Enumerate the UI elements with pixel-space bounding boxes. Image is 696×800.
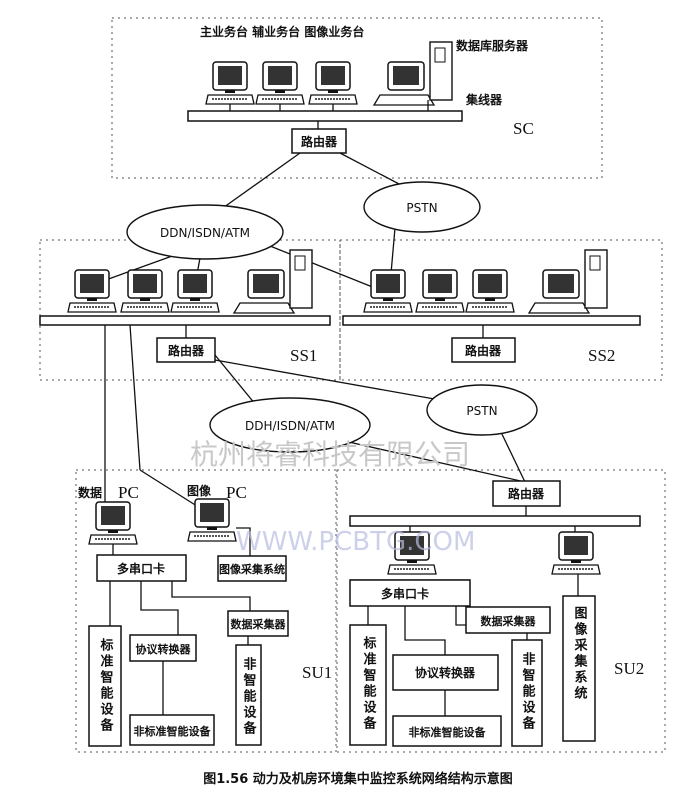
su2-serial-card-label: 多串口卡 (381, 586, 429, 601)
ss2-router-label: 路由器 (465, 343, 502, 358)
pstn-cloud-bottom (426, 384, 538, 436)
su2-router-label: 路由器 (508, 486, 545, 501)
ss1-router-label: 路由器 (168, 343, 205, 358)
sc-router-label: 路由器 (301, 134, 338, 149)
ss2-pc-icon (465, 269, 515, 313)
su2-image-capture (562, 595, 596, 742)
su1-protocol-converter (129, 634, 197, 662)
su2-label: SU2 (614, 659, 644, 678)
su1-data-label: 数据 (78, 485, 102, 500)
su1-image-capture (217, 555, 287, 582)
su1-non-intelligent-label: 非智能设备 (241, 656, 258, 737)
su1-region (75, 469, 337, 753)
su1-image-label: 图像 (187, 483, 212, 498)
su2-data-collector (465, 606, 551, 634)
sc-workstations-label: 主业务台 辅业务台 图像业务台 (200, 24, 364, 39)
su2-image-capture-label: 图像采集系统 (572, 606, 589, 702)
ss1-pc-icon (120, 269, 170, 313)
ss1-pc-icon (67, 269, 117, 313)
su1-non-intelligent (235, 644, 262, 746)
su2-non-intelligent (511, 639, 543, 747)
workstation-icon (308, 61, 358, 105)
su1-non-standard-device-label: 非标准智能设备 (134, 724, 212, 738)
hub-label: 集线器 (465, 92, 503, 107)
sc-label: SC (513, 119, 534, 138)
su1-standard-device (88, 625, 122, 747)
su2-non-intelligent-label: 非智能设备 (520, 651, 537, 732)
su2-standard-device-label: 标准智能设备 (361, 635, 378, 732)
ss2-label: SS2 (588, 346, 615, 365)
su1-image-pc-label: PC (226, 483, 247, 502)
ss2-router (451, 337, 516, 363)
su1-standard-device-label: 标准智能设备 (98, 637, 115, 734)
pstn-cloud-top-label: PSTN (406, 201, 437, 215)
ss1-server-icon (233, 249, 313, 314)
sc-router (291, 128, 347, 154)
watermark-site: WWW.PCBTG.COM (236, 527, 475, 557)
ss2-server-icon (528, 249, 608, 314)
ss2-hub-bar (342, 315, 641, 326)
ddn-cloud-bottom (209, 397, 371, 453)
pstn-cloud-bottom-label: PSTN (466, 404, 497, 418)
workstation-icon (205, 61, 255, 105)
su1-label: SU1 (302, 663, 332, 682)
su2-protocol-converter (392, 654, 499, 691)
ss2-pc-icon (415, 269, 465, 313)
su1-data-pc-label: PC (118, 483, 139, 502)
su1-non-standard-device (129, 714, 215, 746)
su2-non-standard-device (392, 715, 502, 747)
ddn-cloud-bottom-label: DDH/ISDN/ATM (245, 419, 335, 433)
su2-region (336, 469, 666, 753)
su2-pc-icon (551, 531, 601, 575)
su1-image-pc-icon (187, 498, 237, 542)
su2-hub-bar (349, 515, 641, 527)
database-server-icon (373, 41, 453, 106)
sc-region (111, 17, 603, 179)
db-server-label: 数据库服务器 (456, 38, 529, 53)
su1-serial-card-label: 多串口卡 (117, 561, 165, 576)
su2-data-collector-label: 数据采集器 (481, 614, 537, 628)
ss1-label: SS1 (290, 346, 317, 365)
sc-hub-bar (187, 110, 463, 122)
su1-data-collector (227, 610, 289, 637)
su2-standard-device (349, 624, 387, 746)
su2-serial-card (349, 579, 471, 607)
ss1-hub-bar (39, 315, 331, 326)
pstn-cloud-top (363, 181, 481, 233)
ss2-pc-icon (363, 269, 413, 313)
workstation-icon (255, 61, 305, 105)
su2-non-standard-device-label: 非标准智能设备 (409, 725, 487, 739)
figure-caption: 图1.56 动力及机房环境集中监控系统网络结构示意图 (203, 771, 513, 787)
ss2-region (339, 239, 663, 381)
su1-protocol-converter-label: 协议转换器 (136, 642, 192, 656)
su1-data-collector-label: 数据采集器 (231, 617, 287, 631)
su2-protocol-converter-label: 协议转换器 (415, 665, 476, 680)
watermark-company: 杭州将睿科技有限公司 (190, 438, 470, 471)
su1-image-capture-label: 图像采集系统 (219, 562, 285, 576)
ddn-cloud-top-label: DDN/ISDN/ATM (160, 226, 250, 240)
su1-data-pc-icon (88, 501, 138, 545)
ddn-cloud-top (126, 204, 284, 260)
ss1-pc-icon (170, 269, 220, 313)
ss1-router (156, 337, 216, 363)
